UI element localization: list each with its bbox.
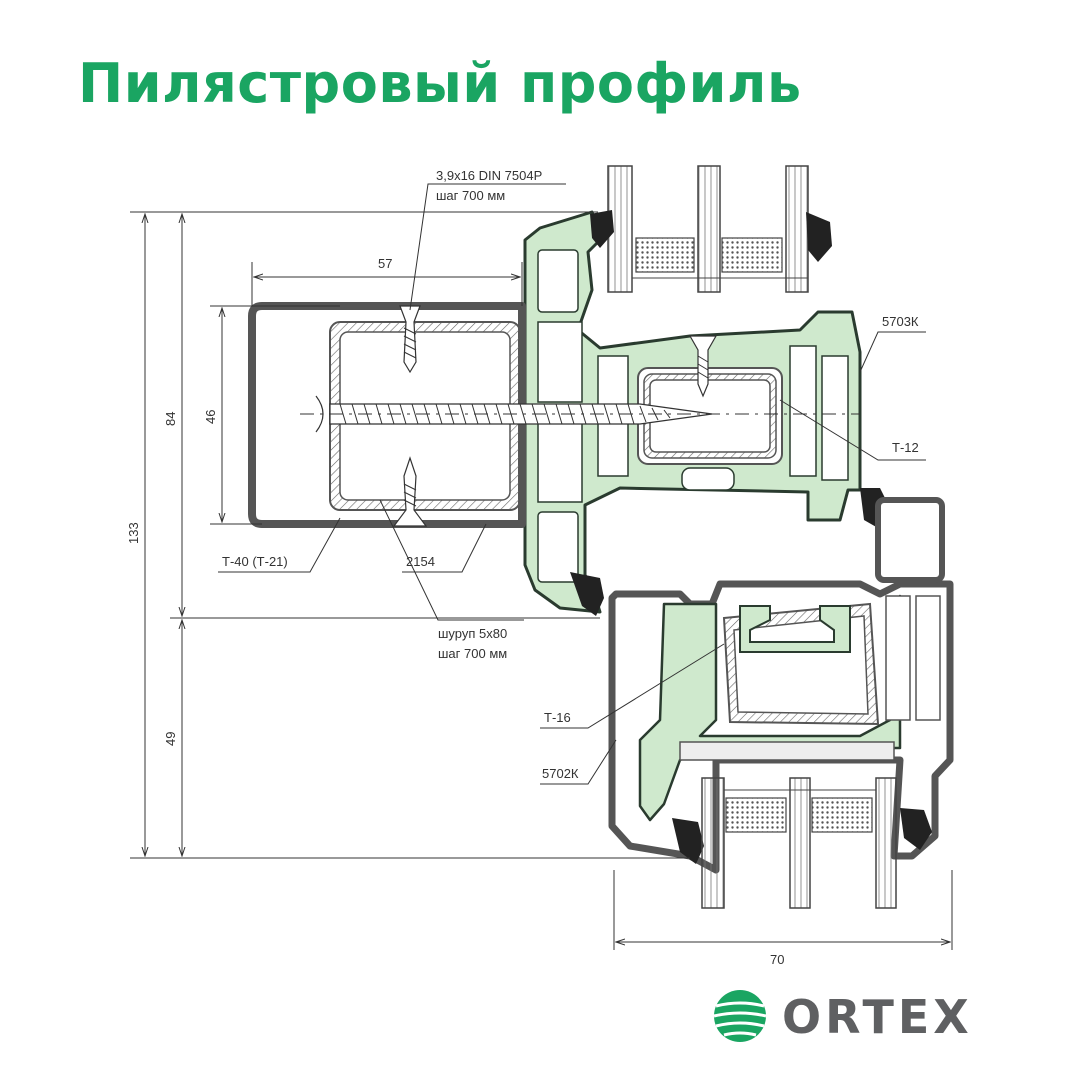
top-glazing-unit xyxy=(607,165,809,293)
label-insert-t16: Т-16 xyxy=(544,710,571,725)
leader-lines xyxy=(218,183,926,785)
label-screw-small-line1: 3,9х16 DIN 7504Р xyxy=(436,168,542,183)
label-insert-t12: Т-12 xyxy=(892,440,919,455)
bottom-glazing-unit xyxy=(701,777,897,909)
ortex-globe-icon xyxy=(713,990,767,1042)
dimension-70: 70 xyxy=(770,952,784,967)
label-screw-big-line1: шуруп 5х80 xyxy=(438,626,507,641)
dimension-57: 57 xyxy=(378,256,392,271)
page-title: Пилястровый профиль xyxy=(78,52,802,115)
dimension-84: 84 xyxy=(163,412,178,426)
label-insert-t40: Т-40 (Т-21) xyxy=(222,554,288,569)
ortex-logo: ORTEX xyxy=(712,988,1032,1048)
label-profile-5703k: 5703К xyxy=(882,314,919,329)
dimension-46: 46 xyxy=(203,410,218,424)
bottom-gaskets xyxy=(672,808,932,864)
dimension-49: 49 xyxy=(163,732,178,746)
label-pilaster-2154: 2154 xyxy=(406,554,435,569)
dimension-133: 133 xyxy=(126,522,141,544)
label-screw-small-line2: шаг 700 мм xyxy=(436,188,505,203)
screw-5x80 xyxy=(300,395,860,433)
label-profile-5702k: 5702К xyxy=(542,766,579,781)
dimension-lines xyxy=(130,211,953,950)
ortex-logo-text: ORTEX xyxy=(782,990,973,1044)
label-screw-big-line2: шаг 700 мм xyxy=(438,646,507,661)
profile-5702k xyxy=(608,497,954,874)
